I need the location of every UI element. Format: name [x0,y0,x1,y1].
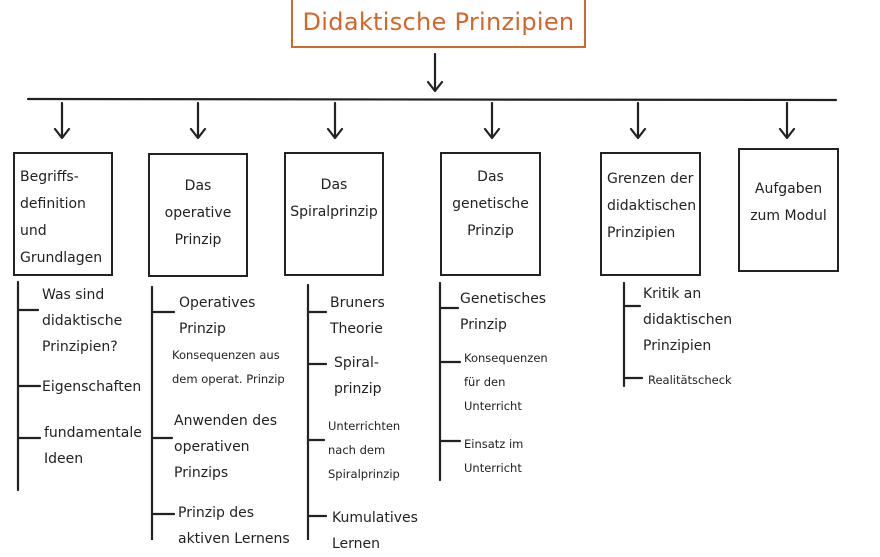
connector-lines [16,52,838,540]
main-bar [26,97,838,102]
subtopic-item: Konsequenzen aus dem operat. Prinzip [172,348,285,386]
topic-node-spiralprinzip: Das Spiralprinzip [284,152,384,276]
subtopic-item: Spiral- prinzip [334,355,382,397]
subtopic-item: Was sind didaktische Prinzipien? [42,287,123,355]
column-arrow-4 [483,101,501,140]
column-arrow-3 [326,101,344,140]
branch-line-4 [438,281,462,482]
root-node: Didaktische Prinzipien [291,0,586,48]
subtopic-item: Kumulatives Lernen [332,510,418,552]
column-arrow-2 [189,101,207,140]
column-arrow-1 [53,101,71,140]
subtopic-item: Bruners Theorie [330,295,385,337]
root-title: Didaktische Prinzipien [302,8,575,36]
topic-node-aufgaben: Aufgaben zum Modul [738,148,839,272]
subtopic-item: Unterrichten nach dem Spiralprinzip [328,419,401,481]
branch-line-1 [16,280,42,492]
topic-node-operatives-prinzip: Das operative Prinzip [148,153,248,277]
title-arrow [426,52,444,93]
subtopic-item: Prinzip des aktiven Lernens [178,505,290,547]
mindmap-diagram: Didaktische Prinzipien Begriffs- definit… [13,0,839,552]
subtopic-item: Operatives Prinzip [179,295,256,337]
subtopic-item: Anwenden des operativen Prinzips [174,413,278,481]
branch-line-5 [622,281,644,388]
subtopic-item: Konsequenzen für den Unterricht [464,351,548,413]
topic-node-grenzen: Grenzen der didaktischen Prinzipien [600,152,701,276]
branch-line-2 [150,285,176,540]
column-arrow-5 [629,101,647,140]
subtopic-item: Kritik an didaktischen Prinzipien [643,286,733,354]
subtopic-item: Realitätscheck [648,373,732,387]
subtopic-item: Genetisches Prinzip [460,291,547,333]
subtopic-item: fundamentale Ideen [44,425,142,467]
subtopic-item: Einsatz im Unterricht [464,437,524,475]
branch-line-3 [306,283,328,540]
topic-node-grundlagen: Begriffs- definition und Grundlagen [13,152,113,276]
topic-node-genetisches-prinzip: Das genetische Prinzip [440,152,541,276]
subtopic-item: Eigenschaften [42,379,142,395]
column-arrow-6 [778,101,796,140]
